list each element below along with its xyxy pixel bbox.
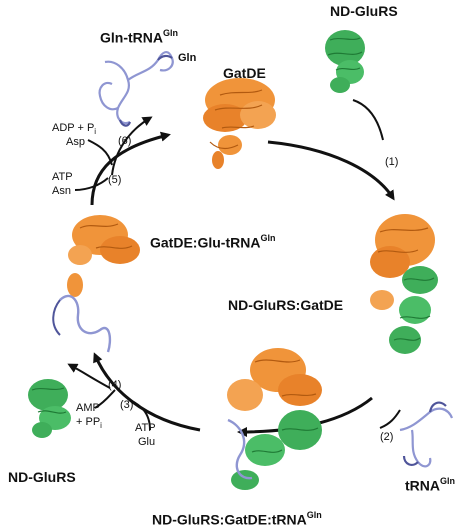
reagent-asp: Asp [66, 136, 85, 148]
label-gln-trna-base: Gln-tRNA [100, 29, 163, 46]
label-trna-gln: tRNAGln [405, 476, 455, 494]
label-gatde-glu-trna-sup: Gln [260, 233, 276, 243]
nd-glurs-left-structure [28, 379, 71, 438]
reagent-glu: Glu [138, 436, 156, 448]
gatde-structure [203, 78, 276, 169]
arrow-ndglurs-in [352, 99, 384, 141]
arrow-adp-out [87, 139, 113, 166]
step-6-label: (6) [118, 135, 132, 147]
step-3-label: (3) [120, 399, 134, 411]
label-trna-gln-sup: Gln [440, 476, 455, 486]
nd-glurs-gatde-structure [370, 214, 438, 354]
label-nd-glurs-top: ND-GluRS [330, 3, 398, 19]
reagent-ppi: + PPi [76, 417, 102, 430]
reagent-asn: Asn [52, 185, 71, 197]
reagent-amp: AMP [76, 402, 100, 414]
nd-glurs-top-structure [325, 30, 365, 93]
reagent-adp-pi-base: ADP + P [52, 122, 95, 134]
label-ternary-base: ND-GluRS:GatDE:tRNA [152, 511, 307, 528]
label-gln-trna-sup: Gln [163, 28, 178, 38]
label-nd-glurs-left: ND-GluRS [8, 469, 76, 485]
branch-arrows [67, 99, 401, 431]
label-ternary-complex: ND-GluRS:GatDE:tRNAGln [152, 510, 322, 528]
reagent-atp-top: ATP [52, 171, 73, 183]
reagent-atp-bottom: ATP [135, 422, 156, 434]
arrow-atp-in [74, 177, 109, 191]
step-5-label: (5) [108, 174, 122, 186]
arrow-trna-in [379, 409, 401, 429]
reagent-adp-pi: ADP + Pi [52, 123, 96, 136]
arrow-step-1 [267, 140, 395, 201]
step-2-label: (2) [380, 431, 394, 443]
label-nd-glurs-gatde: ND-GluRS:GatDE [228, 297, 344, 313]
ternary-complex-structure [227, 348, 322, 490]
gatde-glu-trna-structure [52, 215, 140, 353]
label-gln-tail: Gln [178, 52, 197, 64]
label-gln-trna: Gln-tRNAGln [100, 28, 178, 46]
reagent-ppi-sub: i [100, 421, 102, 431]
trna-gln-structure [399, 401, 454, 468]
arrow-step-6-release [111, 116, 153, 176]
label-gatde-glu-trna-base: GatDE:Glu-tRNA [150, 234, 261, 251]
reagent-ppi-base: + PP [76, 416, 101, 428]
label-ternary-sup: Gln [306, 510, 322, 520]
step-1-label: (1) [385, 156, 399, 168]
gln-trna-structure [98, 51, 174, 127]
arrow-atp-glu-in [129, 399, 151, 431]
step-4-label: (4) [108, 379, 122, 391]
label-gatde: GatDE [223, 65, 266, 81]
arrow-step-4-release [67, 363, 111, 389]
label-trna-gln-base: tRNA [405, 477, 440, 494]
reagent-adp-pi-sub: i [94, 127, 97, 137]
arrow-amp-out [94, 389, 116, 409]
label-gatde-glu-trna: GatDE:Glu-tRNAGln [150, 233, 276, 251]
